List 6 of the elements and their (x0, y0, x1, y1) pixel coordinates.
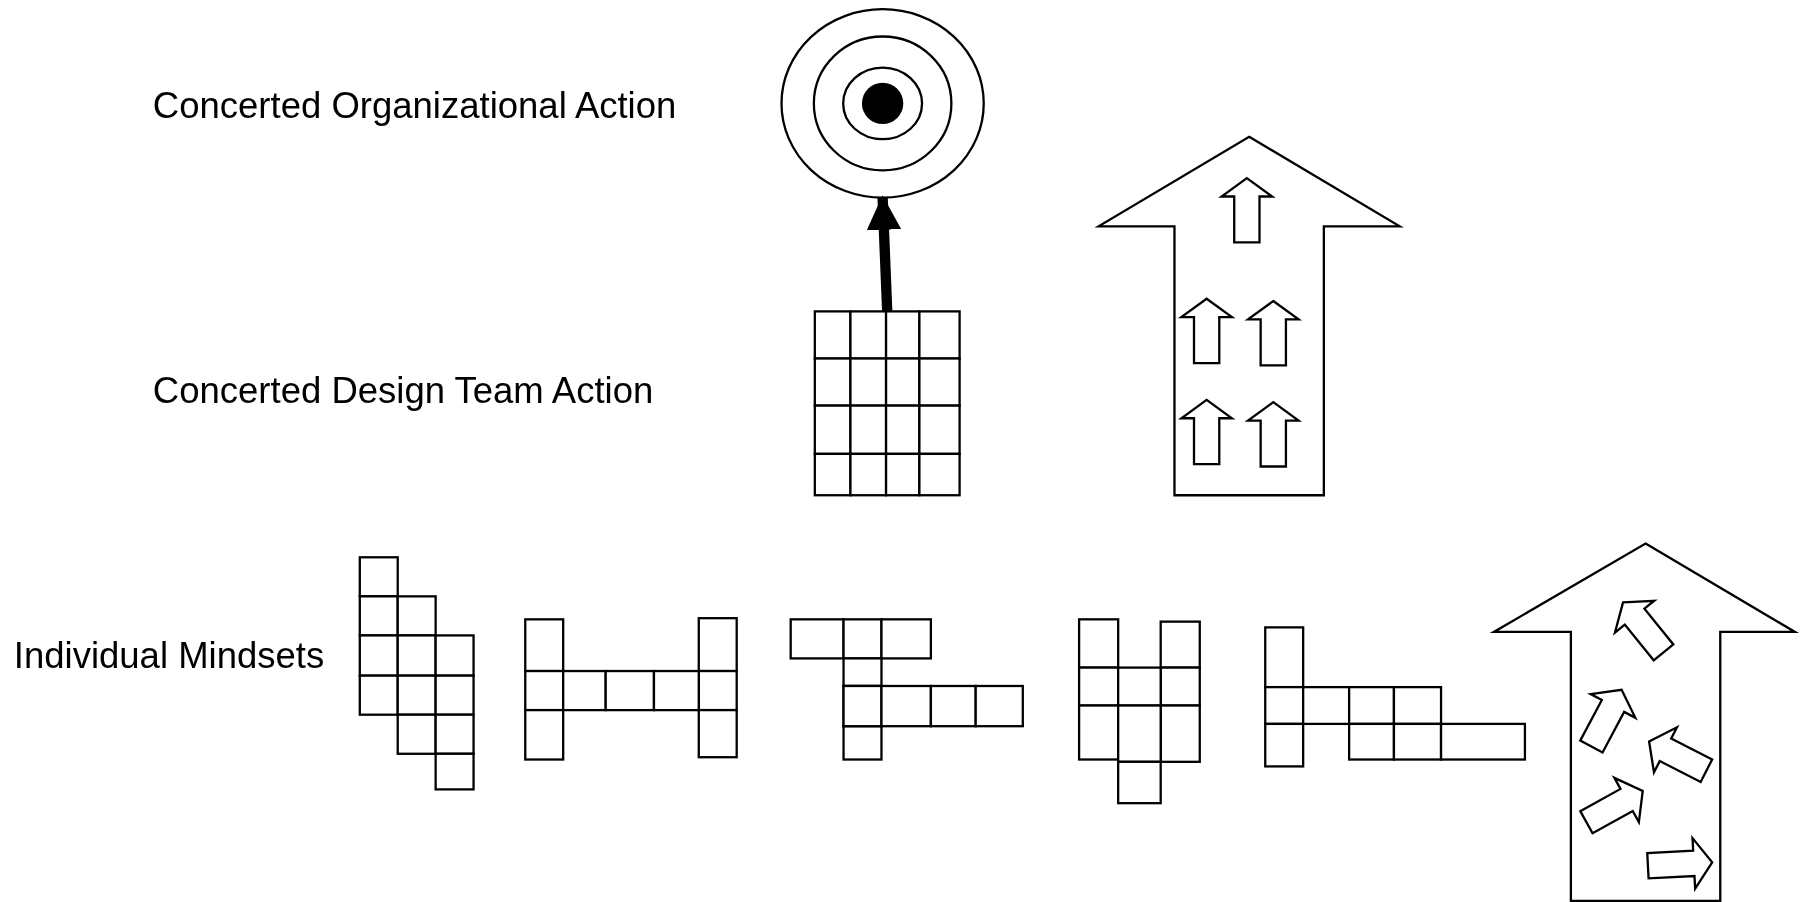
target-drawing (780, 8, 985, 199)
grid-drawing (813, 310, 961, 497)
row-label: Concerted Organizational Action (152, 84, 677, 127)
row-label: Concerted Design Team Action (152, 369, 654, 412)
row-label: Individual Mindsets (13, 635, 325, 678)
arrow (866, 195, 902, 312)
